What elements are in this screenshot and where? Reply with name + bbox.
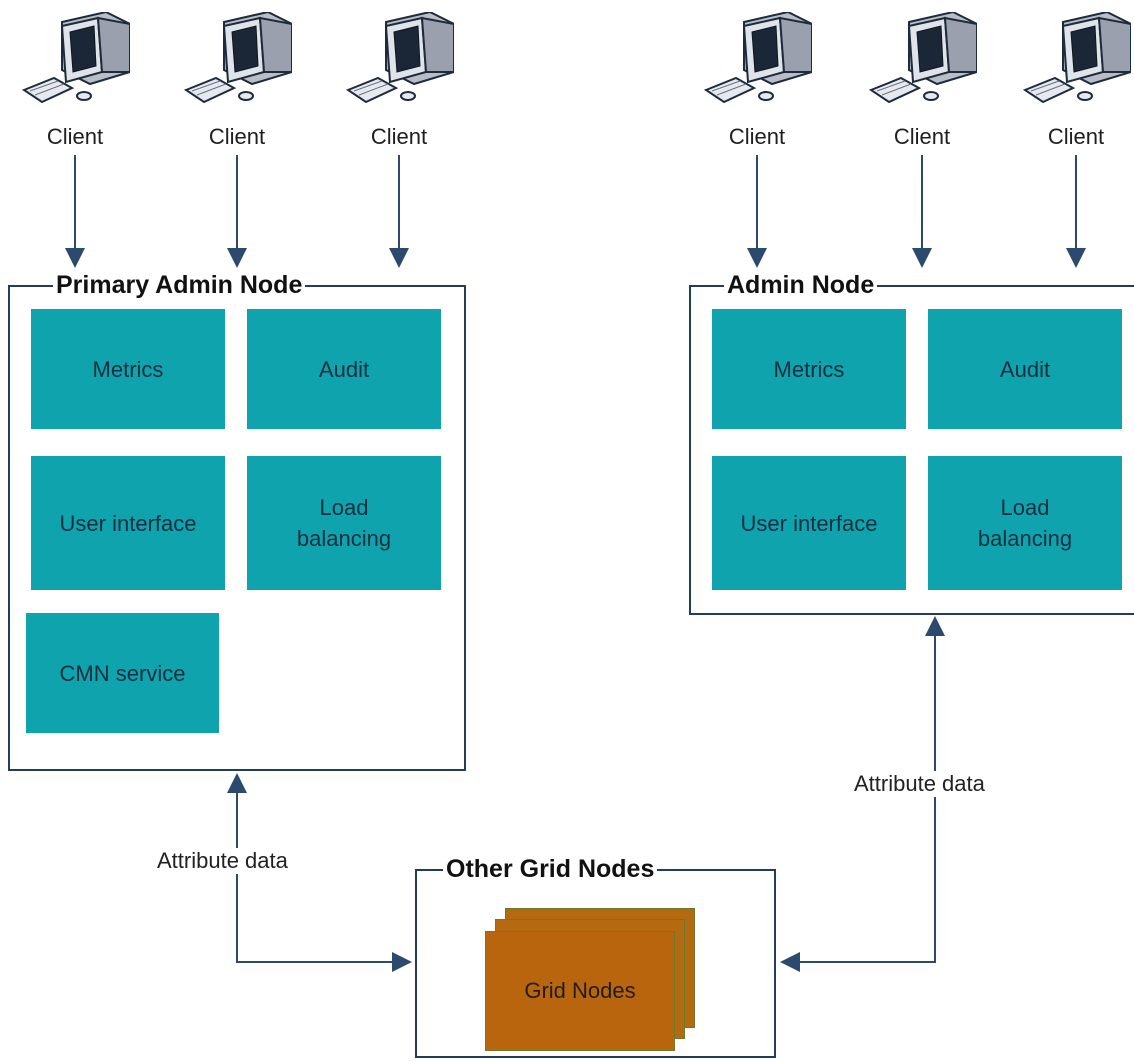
client-3: Client bbox=[344, 12, 454, 152]
client-label: Client bbox=[46, 124, 104, 149]
computer-workstation-icon bbox=[345, 12, 454, 104]
primary-admin-node-title: Primary Admin Node bbox=[53, 271, 306, 299]
attribute-data-label-right: Attribute data bbox=[854, 771, 985, 797]
grid-nodes-label: Grid Nodes bbox=[524, 978, 636, 1003]
primary-tile-audit: Audit bbox=[247, 309, 441, 429]
client-4: Client bbox=[702, 12, 812, 152]
attribute-arrow-right bbox=[780, 616, 945, 972]
admin-tile-audit: Audit bbox=[928, 309, 1122, 429]
primary-tile-cmn-service: CMN service bbox=[26, 613, 219, 733]
admin-tile-load-balancing: Load balancing bbox=[928, 456, 1122, 590]
client-label: Client bbox=[893, 124, 951, 149]
grid-node-card-front: Grid Nodes bbox=[485, 931, 675, 1051]
client-label: Client bbox=[728, 124, 786, 149]
client-label: Client bbox=[1047, 124, 1105, 149]
attribute-arrow-left bbox=[227, 773, 412, 972]
other-grid-nodes-title: Other Grid Nodes bbox=[443, 855, 658, 883]
computer-workstation-icon bbox=[183, 12, 292, 104]
client-1: Client bbox=[20, 12, 130, 152]
computer-workstation-icon bbox=[703, 12, 812, 104]
client-label: Client bbox=[370, 124, 428, 149]
computer-workstation-icon bbox=[21, 12, 130, 104]
attribute-data-label-left: Attribute data bbox=[157, 848, 288, 874]
client-6: Client bbox=[1021, 12, 1131, 152]
computer-workstation-icon bbox=[868, 12, 977, 104]
primary-tile-load-balancing: Load balancing bbox=[247, 456, 441, 590]
admin-tile-metrics: Metrics bbox=[712, 309, 906, 429]
client-5: Client bbox=[867, 12, 977, 152]
admin-node bbox=[689, 285, 1134, 615]
client-2: Client bbox=[182, 12, 292, 152]
client-label: Client bbox=[208, 124, 266, 149]
primary-tile-user-interface: User interface bbox=[31, 456, 225, 590]
computer-workstation-icon bbox=[1022, 12, 1131, 104]
primary-tile-metrics: Metrics bbox=[31, 309, 225, 429]
admin-node-title: Admin Node bbox=[724, 271, 878, 299]
admin-tile-user-interface: User interface bbox=[712, 456, 906, 590]
